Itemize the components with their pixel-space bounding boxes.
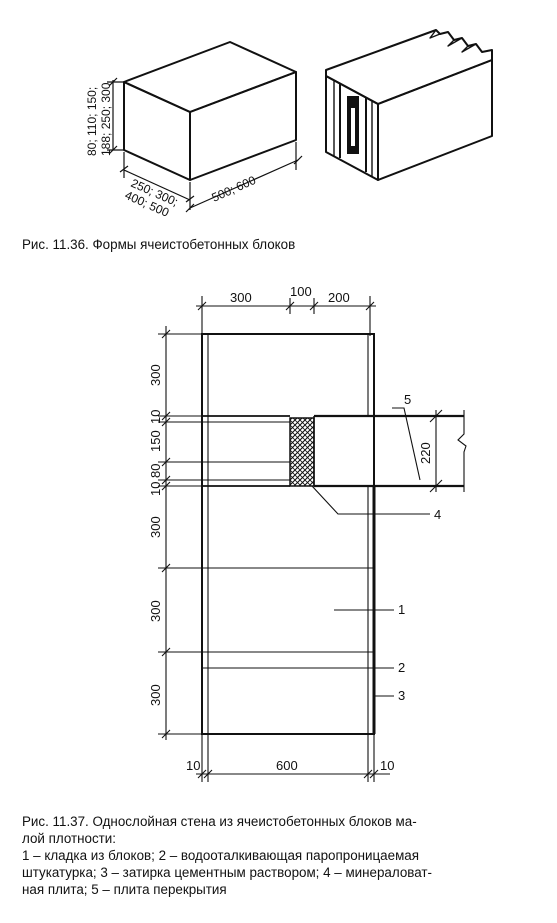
caption-line: штукатурка; 3 – затирка цементным раство… <box>22 865 432 880</box>
top-dim-200: 200 <box>328 290 350 305</box>
single-layer-wall-figure: 300 100 200 <box>148 284 467 782</box>
top-dim-300: 300 <box>230 290 252 305</box>
slab-dimension-line <box>429 409 443 493</box>
block-forms-figure: 80; 110; 150; 188; 250; 300 250; 300; 40… <box>85 29 493 220</box>
left-dim-300-d: 300 <box>148 684 163 706</box>
callout-4: 4 <box>434 507 441 522</box>
left-dim-300-c: 300 <box>148 600 163 622</box>
callout-leaders <box>311 407 430 697</box>
caption-line: лой плотности: <box>22 831 116 846</box>
width-dimension-line <box>119 152 195 210</box>
top-dimension-line <box>196 296 376 336</box>
slab-dim-220: 220 <box>418 442 433 464</box>
bottom-dim-10-right: 10 <box>380 758 394 773</box>
wall-section <box>201 333 376 735</box>
height-dims-label-2: 188; 250; 300 <box>99 82 113 156</box>
floor-slab <box>313 410 467 492</box>
bottom-dim-600: 600 <box>276 758 298 773</box>
tongue-groove-block <box>325 29 493 181</box>
bottom-dimension-line <box>196 734 390 782</box>
length-dimension-line <box>185 142 303 213</box>
left-dim-150: 150 <box>148 430 163 452</box>
callout-5: 5 <box>404 392 411 407</box>
left-dim-10-b: 10 <box>148 482 163 496</box>
block-joints <box>202 415 374 669</box>
callout-1: 1 <box>398 602 405 617</box>
left-dim-10-a: 10 <box>148 410 163 424</box>
left-dimension-line <box>158 326 202 740</box>
top-dim-100: 100 <box>290 284 312 299</box>
left-dim-300-b: 300 <box>148 516 163 538</box>
length-dims-label: 500; 600 <box>210 173 259 205</box>
caption-line: ная плита; 5 – плита перекрытия <box>22 882 227 897</box>
left-dim-300-a: 300 <box>148 364 163 386</box>
plain-block <box>123 41 297 181</box>
callout-2: 2 <box>398 660 405 675</box>
caption-line: 1 – кладка из блоков; 2 – водооталкивающ… <box>22 848 419 863</box>
caption-line: Рис. 11.37. Однослойная стена из ячеисто… <box>22 814 417 829</box>
figure-11-37-caption: Рис. 11.37. Однослойная стена из ячеисто… <box>22 813 547 898</box>
mineral-wool-insulation <box>289 417 315 487</box>
bottom-dim-10-left: 10 <box>186 758 200 773</box>
figure-11-36-caption: Рис. 11.36. Формы ячеистобетонных блоков <box>22 237 296 252</box>
callout-3: 3 <box>398 688 405 703</box>
height-dimension-line <box>107 77 124 155</box>
left-dim-80: 80 <box>148 464 163 478</box>
height-dims-label: 80; 110; 150; <box>85 87 99 156</box>
